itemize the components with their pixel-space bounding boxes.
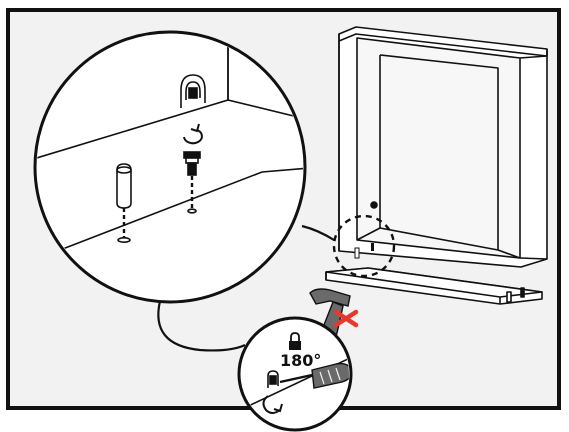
magnified-detail	[30, 32, 310, 302]
screwdriver-detail: 180°	[239, 318, 352, 430]
rotation-angle-label: 180°	[280, 351, 321, 370]
cabinet-carcass	[339, 27, 547, 267]
